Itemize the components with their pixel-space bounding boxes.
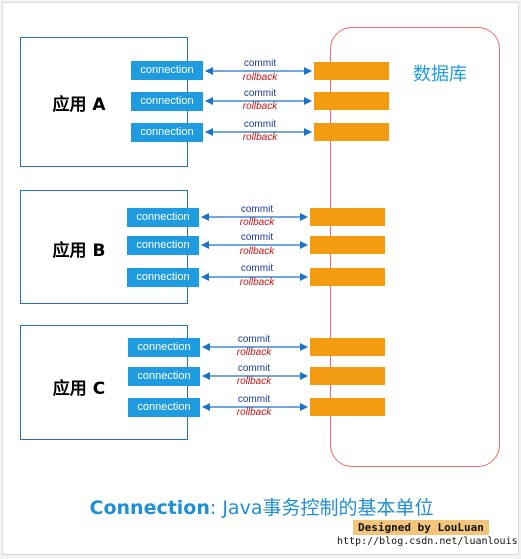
connection-a2: connection	[131, 92, 203, 111]
rollback-label-a1: rollback	[242, 72, 278, 83]
connection-c2: connection	[128, 367, 200, 386]
db-slot-a1	[314, 62, 389, 80]
rollback-label-b2: rollback	[239, 246, 275, 257]
connection-b3: connection	[127, 268, 199, 287]
commit-label-c2: commit	[237, 363, 271, 374]
connection-c3: connection	[128, 398, 200, 417]
caption-rest: : Java事务控制的基本单位	[209, 497, 434, 519]
commit-label-a1: commit	[243, 58, 277, 69]
commit-label-b2: commit	[240, 232, 274, 243]
designed-by-badge: Designed by LouLuan	[353, 520, 489, 535]
commit-label-a3: commit	[243, 119, 277, 130]
db-slot-b2	[310, 236, 385, 254]
rollback-label-a3: rollback	[242, 132, 278, 143]
connection-c1: connection	[128, 338, 200, 357]
connection-b1: connection	[127, 208, 199, 227]
commit-label-b1: commit	[240, 204, 274, 215]
rollback-label-c2: rollback	[236, 376, 272, 387]
rollback-label-c3: rollback	[236, 407, 272, 418]
rollback-label-b1: rollback	[239, 217, 275, 228]
arrows-layer	[201, 67, 312, 411]
app-c-label: 应用 C	[52, 379, 106, 399]
database-label: 数据库	[413, 64, 467, 85]
commit-label-c3: commit	[237, 394, 271, 405]
rollback-label-c1: rollback	[236, 347, 272, 358]
app-a-label: 应用 A	[52, 95, 106, 115]
commit-label-b3: commit	[240, 263, 274, 274]
rollback-label-a2: rollback	[242, 101, 278, 112]
connection-a1: connection	[131, 61, 203, 80]
commit-label-c1: commit	[237, 334, 271, 345]
db-slot-b3	[310, 268, 385, 286]
connection-a3: connection	[131, 123, 203, 142]
db-slot-a2	[314, 92, 389, 110]
db-slot-c2	[310, 367, 385, 385]
app-b-label: 应用 B	[52, 241, 106, 261]
db-slot-a3	[314, 123, 389, 141]
commit-label-a2: commit	[243, 88, 277, 99]
caption: Connection: Java事务控制的基本单位	[3, 493, 520, 520]
credit-url: http://blog.csdn.net/luanlouis	[337, 536, 518, 547]
db-slot-c1	[310, 338, 385, 356]
connection-b2: connection	[127, 236, 199, 255]
caption-bold: Connection	[89, 497, 210, 519]
db-slot-b1	[310, 208, 385, 226]
rollback-label-b3: rollback	[239, 277, 275, 288]
db-slot-c3	[310, 398, 385, 416]
